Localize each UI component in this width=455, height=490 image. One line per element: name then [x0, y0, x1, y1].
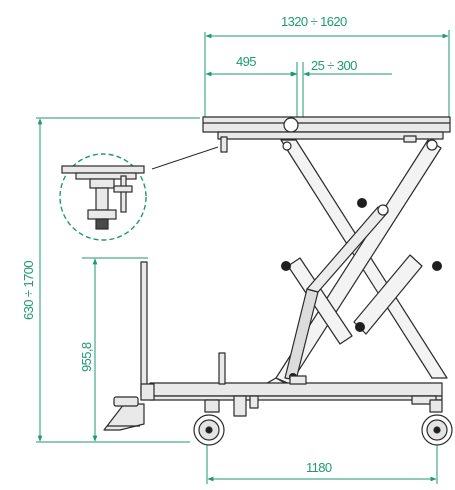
base-frame: [149, 352, 443, 417]
platform-offset-label: 495: [236, 54, 256, 69]
detail-callout: [59, 146, 219, 241]
leveling-foot-detail: [61, 165, 145, 230]
dimension-lines: [36, 30, 450, 484]
lift-table: [103, 116, 453, 446]
handle-bar: [140, 261, 148, 397]
platform-bolt: [283, 117, 299, 133]
pump-unit: [233, 395, 247, 417]
push-handle: [140, 261, 155, 401]
scissor-arms: [261, 139, 448, 387]
overall-length-label: 1320 ÷ 1620: [281, 14, 347, 29]
pivot-pin: [426, 139, 438, 151]
base-rail: [149, 382, 443, 397]
handle-height-label: 955,8: [79, 342, 94, 372]
front-caster: [193, 399, 225, 446]
wheelbase-label: 1180: [306, 460, 332, 475]
extension-label: 25 ÷ 300: [311, 58, 357, 73]
foot-pedal: [103, 396, 145, 431]
top-platform: [202, 116, 451, 153]
platform-foot: [220, 136, 228, 153]
callout-leader: [151, 146, 219, 170]
height-range-label: 630 ÷ 1700: [21, 261, 36, 320]
rear-wheel-assembly: [421, 399, 453, 446]
